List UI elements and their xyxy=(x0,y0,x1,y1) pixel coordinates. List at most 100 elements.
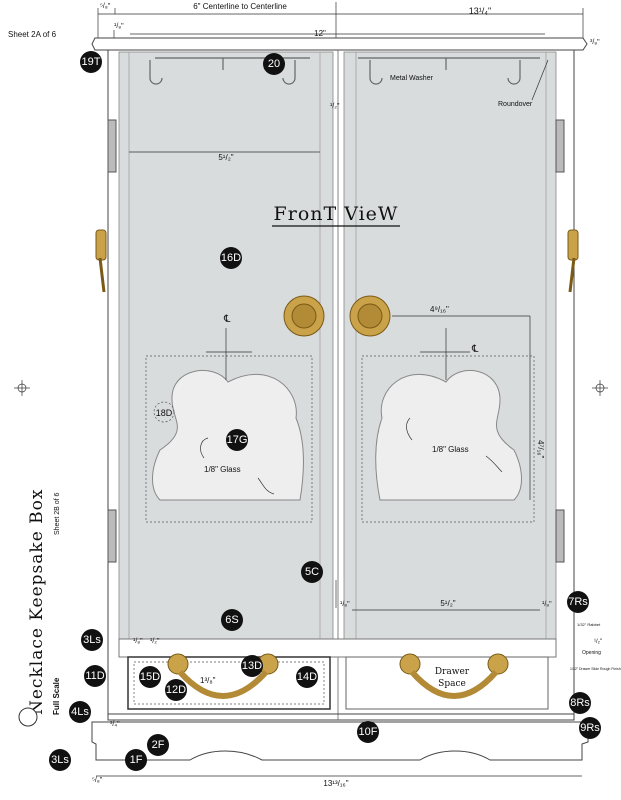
svg-text:20: 20 xyxy=(268,58,280,70)
opening-note: Opening xyxy=(582,650,601,656)
scale-note: Full Scale xyxy=(52,677,61,715)
callout-4ls: 4Ls xyxy=(69,701,91,723)
svg-text:2F: 2F xyxy=(152,739,165,751)
lower-rail xyxy=(118,638,557,658)
callout-3ls-bot: 3Ls xyxy=(49,749,71,771)
centerline-symbol: ℄ xyxy=(471,344,479,355)
dashed-marker-18d xyxy=(153,401,175,423)
hinge-right-upper xyxy=(555,119,565,173)
half-rail-dim: ¹/₂" xyxy=(150,638,160,645)
registration-marks xyxy=(14,380,608,396)
svg-text:7Rs: 7Rs xyxy=(568,596,588,608)
glass-region-left xyxy=(145,355,313,523)
view-title: FronT VieW xyxy=(274,203,399,225)
sheet-side-label: Sheet 2B of 6 xyxy=(54,492,61,535)
eighth-right-dim: ¹/₈" xyxy=(542,601,552,608)
roundover-label: Roundover xyxy=(498,101,533,108)
callout-5c: 5C xyxy=(301,561,323,583)
half-mid-dim: ¹/₂" xyxy=(330,103,340,110)
glass-region-right xyxy=(361,355,535,523)
hinge-left-upper xyxy=(107,119,117,173)
callout-6s: 6S xyxy=(221,609,243,631)
drawer-right xyxy=(345,656,549,710)
right-door xyxy=(343,51,557,640)
glass-label-left: 1/8" Glass xyxy=(204,465,241,474)
base-three-quarter-dim: ³/₄" xyxy=(110,721,120,728)
drawer-space-label-1: Drawer xyxy=(435,667,470,677)
centerline-dimension: 6" Centerline to Centerline xyxy=(193,2,287,11)
heart-glass-right xyxy=(375,369,522,501)
sheet-top-label: Sheet 2A of 6 xyxy=(8,30,57,39)
callout-16d: 16D xyxy=(220,247,242,269)
five-half-upper-dim: 5¹/₂" xyxy=(218,153,233,162)
four-9-16-dim: 4⁹/₁₆" xyxy=(430,305,449,314)
base-left-dim: ⁵/₈" xyxy=(92,777,103,784)
latch-left xyxy=(95,229,107,293)
svg-text:14D: 14D xyxy=(297,671,317,683)
top-left-dim-a: ⁵/₈" xyxy=(100,3,111,10)
callout-13d: 13D xyxy=(241,655,263,677)
hinge-right-lower xyxy=(555,509,565,563)
svg-text:16D: 16D xyxy=(221,252,241,264)
svg-text:5C: 5C xyxy=(305,566,319,578)
drawer-space-label-2: Space xyxy=(438,679,466,689)
svg-text:3Ls: 3Ls xyxy=(83,634,101,646)
svg-text:19T: 19T xyxy=(82,56,101,68)
svg-text:11D: 11D xyxy=(85,670,104,682)
callout-18d: 18D xyxy=(156,408,173,418)
door-knob-left xyxy=(283,295,325,337)
top-right-dim: ³/₈" xyxy=(590,39,600,46)
callout-2f: 2F xyxy=(147,734,169,756)
callout-10f: 10F xyxy=(357,721,379,743)
twelve-dim: 12" xyxy=(314,29,326,38)
top-cap xyxy=(91,37,588,51)
eighth-rail-dim: ¹/₈" xyxy=(133,638,143,645)
callout-7rs: 7Rs xyxy=(567,591,589,613)
door-knob-right xyxy=(349,295,391,337)
top-dimensions: 6" Centerline to Centerline 13¹/₄" ⁵/₈" … xyxy=(8,2,600,46)
callout-1f: 1F xyxy=(125,749,147,771)
svg-text:10F: 10F xyxy=(359,726,378,738)
callout-15d: 15D xyxy=(139,666,161,688)
callout-19t: 19T xyxy=(80,51,102,73)
overall-top-dimension: 13¹/₄" xyxy=(469,6,491,16)
drawer-pull-left xyxy=(167,653,279,699)
drawer-left xyxy=(127,656,331,710)
metal-washer-label: Metal Washer xyxy=(390,75,434,82)
latch-right xyxy=(567,229,579,293)
base xyxy=(91,721,589,761)
svg-text:13D: 13D xyxy=(242,660,262,672)
svg-text:18D: 18D xyxy=(156,408,173,418)
callout-20: 20 xyxy=(263,53,285,75)
svg-text:3Ls: 3Ls xyxy=(51,754,69,766)
callout-9rs: 9Rs xyxy=(579,717,601,739)
callout-12d: 12D xyxy=(165,679,187,701)
svg-text:8Rs: 8Rs xyxy=(570,697,590,709)
centerline-symbol: ℄ xyxy=(223,314,231,325)
four-7-16-dim: 4⁷/₁₆" xyxy=(536,440,545,458)
centerline-left: ℄ xyxy=(206,314,252,380)
svg-text:9Rs: 9Rs xyxy=(580,722,600,734)
callout-17g: 17G xyxy=(226,429,248,451)
centerline-right: ℄ xyxy=(420,328,479,380)
svg-text:1F: 1F xyxy=(130,754,143,766)
glass-label-right: 1/8" Glass xyxy=(432,445,469,454)
eighth-left-dim: ¹/₈" xyxy=(340,601,350,608)
hinge-left-lower xyxy=(107,509,117,563)
top-left-dim-b: ¹/₈" xyxy=(114,23,124,30)
svg-text:6S: 6S xyxy=(225,614,238,626)
rabbet-note: 1/32" Rabbet xyxy=(577,622,601,627)
svg-text:15D: 15D xyxy=(140,671,160,683)
five-half-lower-dim: 5¹/₂" xyxy=(440,599,455,608)
callout-11d: 11D xyxy=(84,665,106,687)
drawer-height-dim: 1³/₈" xyxy=(200,676,216,685)
necklace-hooks xyxy=(149,57,540,85)
svg-text:17G: 17G xyxy=(227,434,248,446)
callout-8rs: 8Rs xyxy=(569,692,591,714)
callout-14d: 14D xyxy=(296,666,318,688)
callout-3ls-top: 3Ls xyxy=(81,629,103,651)
overall-bottom-dim: 13¹³/₁₆" xyxy=(323,779,348,788)
half-right-dim: ¹/₂" xyxy=(594,639,602,645)
drawer-pull-right xyxy=(399,653,509,699)
